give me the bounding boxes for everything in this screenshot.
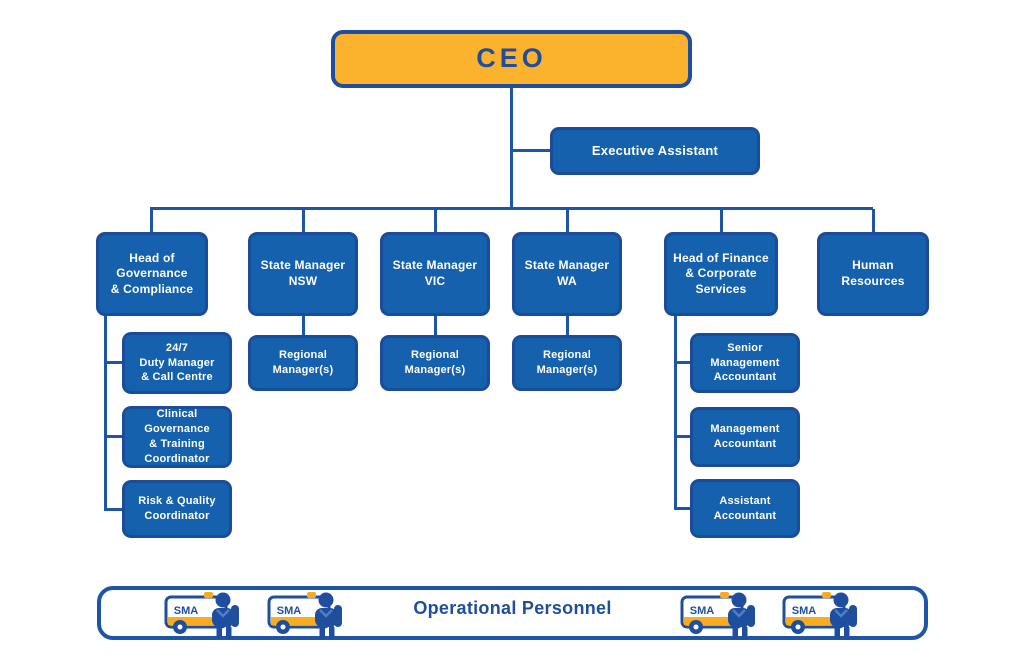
connector-governance-stub-3 [104,508,122,511]
sma-vehicle-label: SMA [174,605,199,617]
connector-drop-nsw [302,209,305,233]
sma-ambulance-person-icon: SMA [164,592,239,639]
person-head-icon [833,592,849,608]
sma-vehicle-label: SMA [690,605,715,617]
connector-drop-finance [720,209,723,233]
person-head-icon [215,592,231,608]
sma-ambulance-person-icon: SMA [782,592,857,639]
connector-finance-stub-2 [674,435,690,438]
node-head-finance-corporate: Head of Finance & Corporate Services [664,232,778,316]
sma-ambulance-person-icon: SMA [267,592,342,639]
sma-vehicle-label: SMA [792,605,817,617]
node-human-resources: Human Resources [817,232,929,316]
operational-personnel-label: Operational Personnel [413,598,612,618]
node-duty-manager-call-centre: 24/7 Duty Manager & Call Centre [122,332,232,394]
connector-governance-spine [104,315,107,511]
node-state-manager-vic: State Manager VIC [380,232,490,316]
connector-finance-stub-1 [674,361,690,364]
connector-finance-stub-3 [674,507,690,510]
person-head-icon [318,592,334,608]
node-state-manager-wa: State Manager WA [512,232,622,316]
connector-drop-hr [872,209,875,233]
sma-vehicle-label: SMA [277,605,302,617]
connector-drop-governance [150,209,153,233]
node-management-accountant: Management Accountant [690,407,800,467]
connector-wa-regional [566,315,569,336]
node-assistant-accountant: Assistant Accountant [690,479,800,538]
connector-vic-regional [434,315,437,336]
connector-nsw-regional [302,315,305,336]
node-ceo: CEO [331,30,692,88]
connector-finance-spine [674,315,677,509]
node-clinical-governance-training: Clinical Governance & Training Coordinat… [122,406,232,468]
connector-governance-stub-1 [104,361,122,364]
connector-drop-wa [566,209,569,233]
sma-ambulance-person-icon: SMA [680,592,755,639]
node-regional-managers-wa: Regional Manager(s) [512,335,622,391]
node-executive-assistant: Executive Assistant [550,127,760,175]
node-risk-quality-coordinator: Risk & Quality Coordinator [122,480,232,538]
connector-bus-bar [150,207,873,210]
person-head-icon [731,592,747,608]
node-head-governance-compliance: Head of Governance & Compliance [96,232,208,316]
connector-ceo-drop [510,88,513,209]
connector-ea-stub [512,149,550,152]
node-regional-managers-nsw: Regional Manager(s) [248,335,358,391]
node-senior-management-accountant: Senior Management Accountant [690,333,800,393]
node-state-manager-nsw: State Manager NSW [248,232,358,316]
connector-governance-stub-2 [104,435,122,438]
node-regional-managers-vic: Regional Manager(s) [380,335,490,391]
connector-drop-vic [434,209,437,233]
